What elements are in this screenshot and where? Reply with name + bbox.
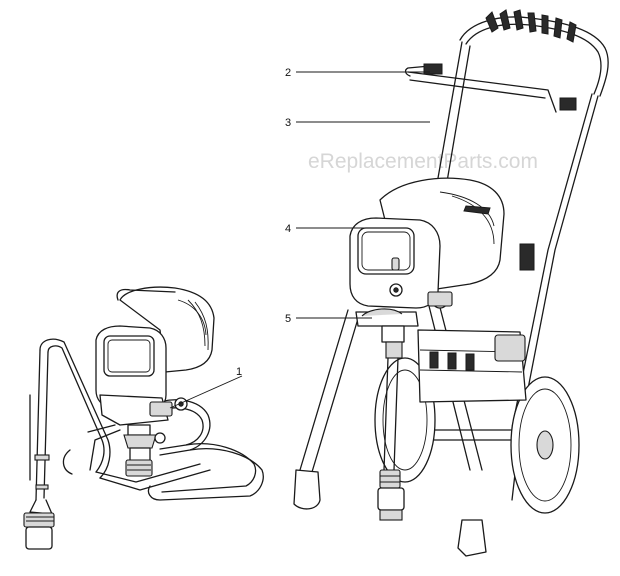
callout-label-4: 4 — [285, 223, 291, 235]
callout-2: 2 — [285, 67, 430, 79]
watermark-text: eReplacementParts.com — [308, 150, 538, 173]
callout-1: 1 — [169, 366, 243, 409]
callout-label-3: 3 — [285, 117, 291, 129]
handle-grip-ribs — [485, 9, 577, 43]
callout-label-5: 5 — [285, 313, 291, 325]
callout-5: 5 — [285, 313, 372, 325]
callout-label-2: 2 — [285, 67, 291, 79]
callout-label-1: 1 — [236, 366, 242, 378]
right-sprayer-assembly — [293, 9, 609, 557]
callout-3: 3 — [285, 117, 430, 129]
left-sprayer-assembly — [23, 286, 264, 550]
callout-4: 4 — [285, 223, 370, 235]
